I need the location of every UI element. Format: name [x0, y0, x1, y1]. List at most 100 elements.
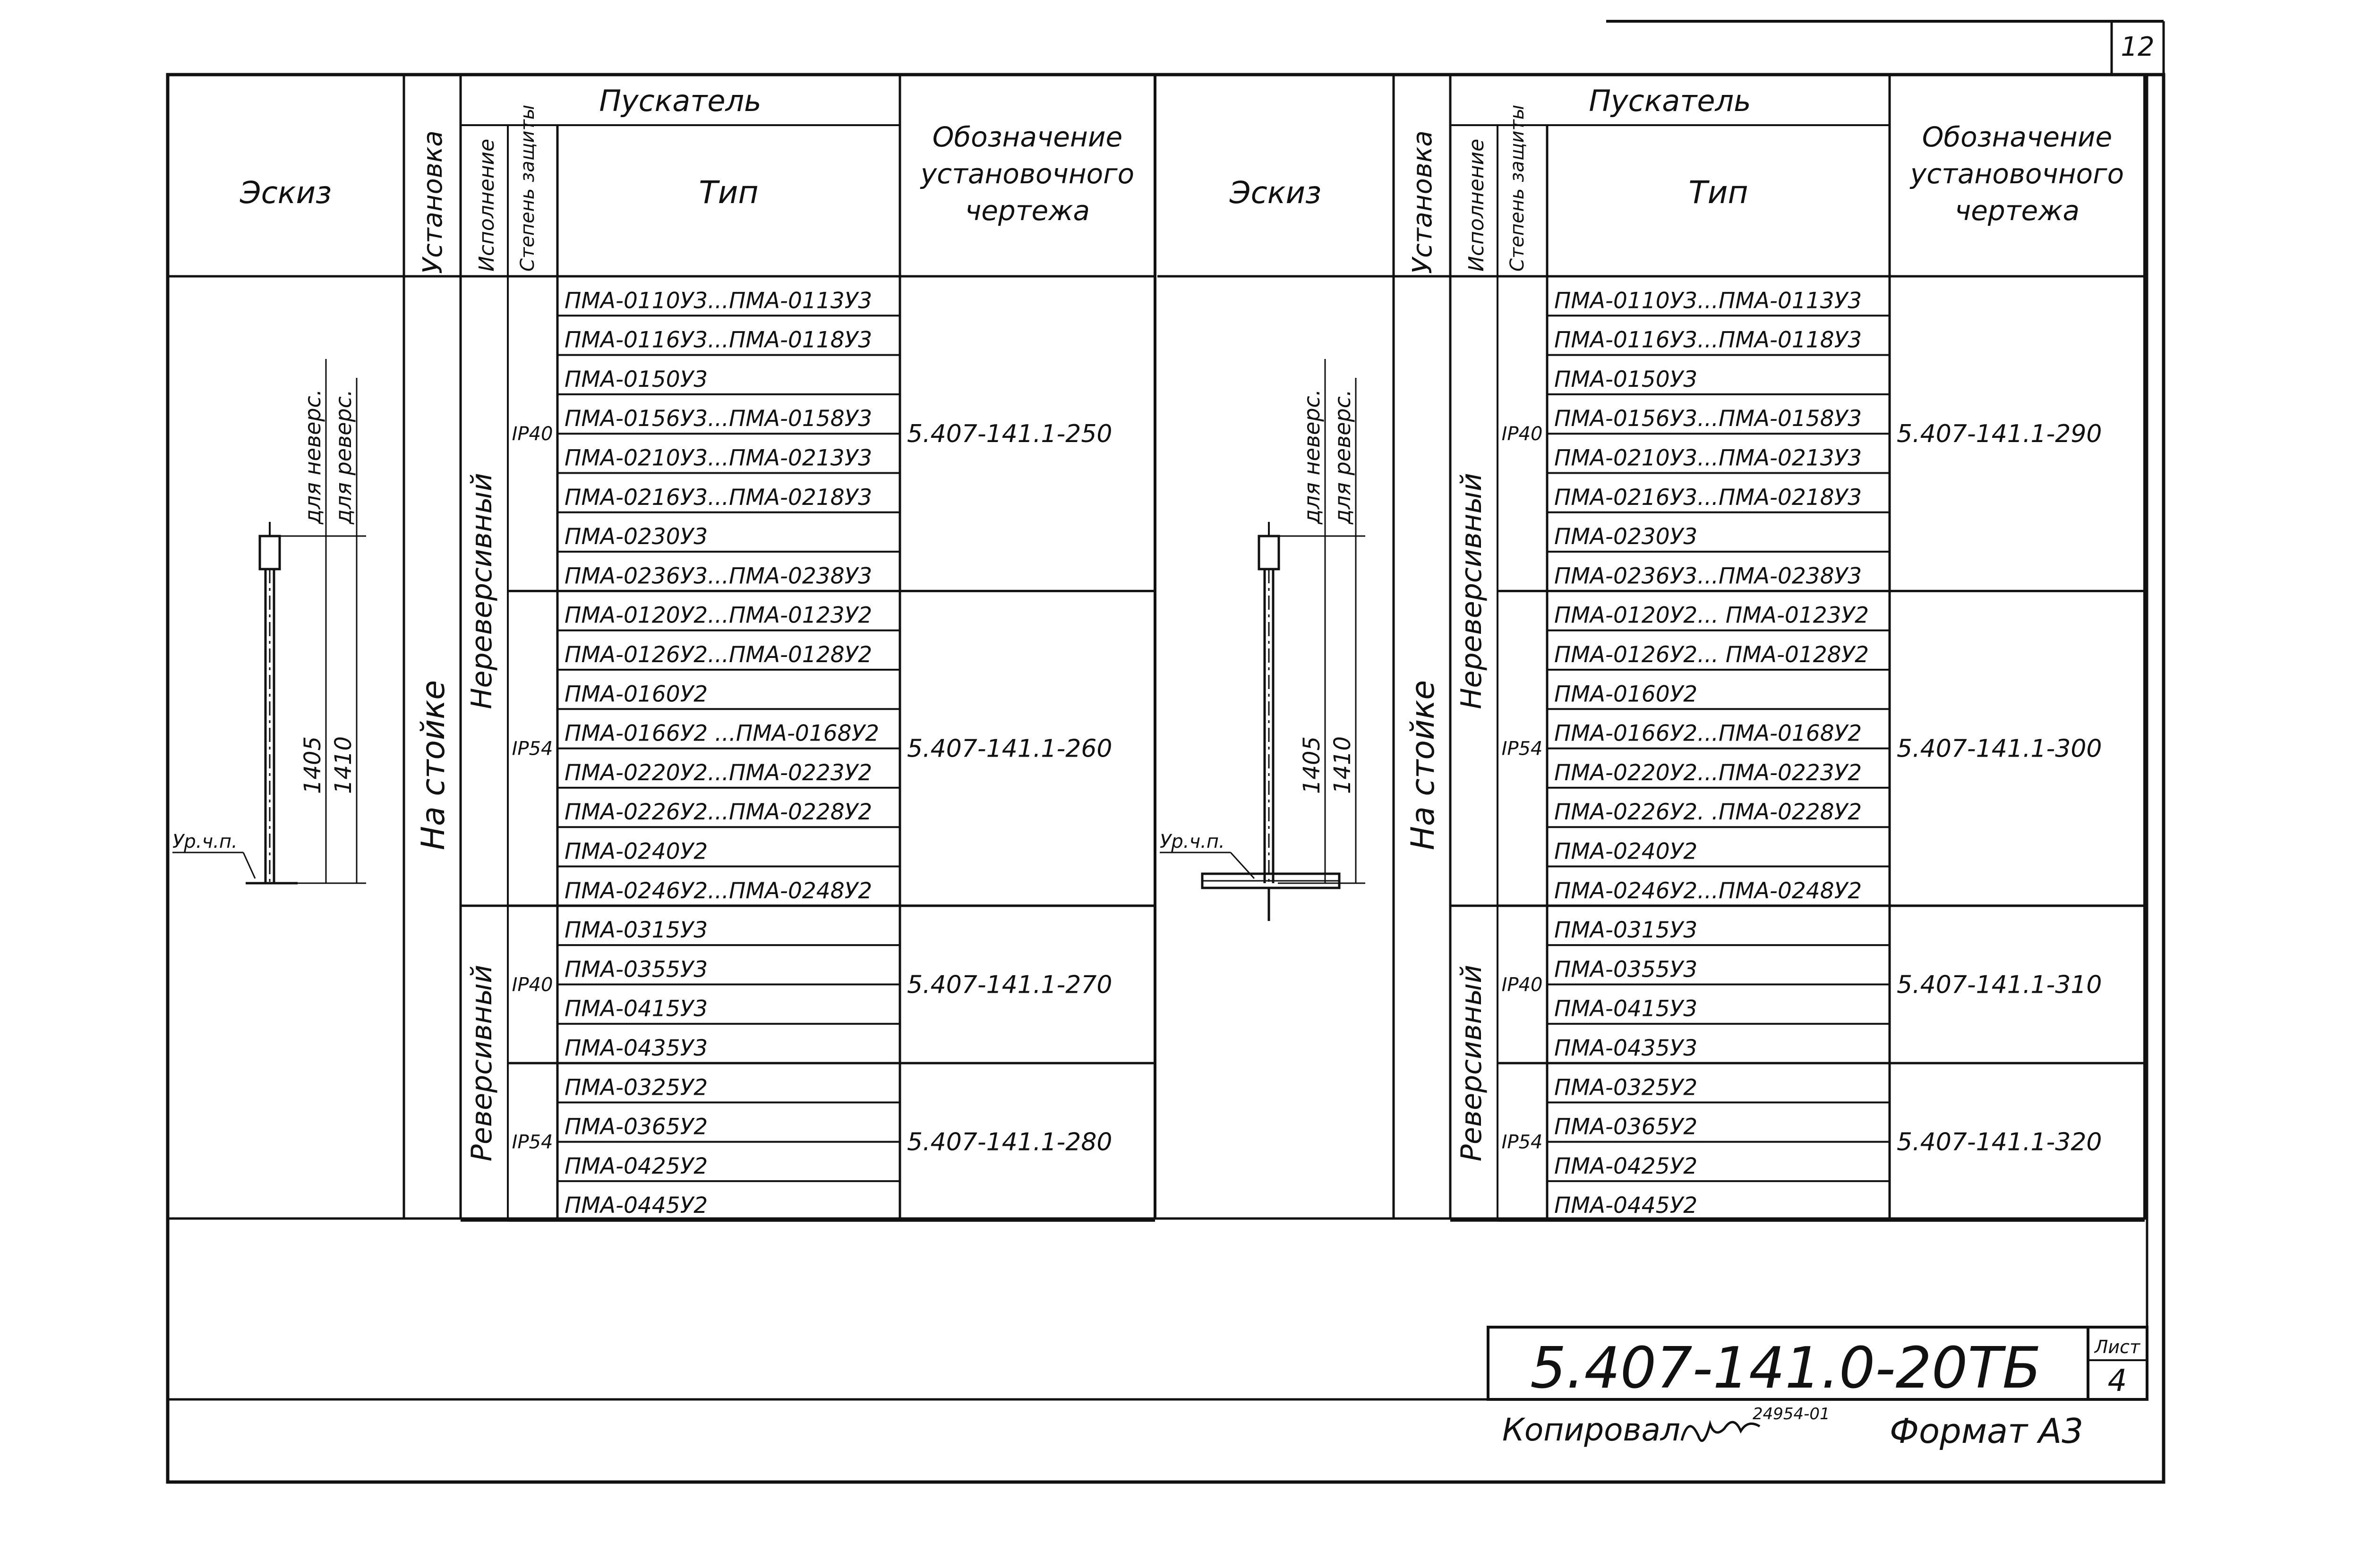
drawing-designation: 5.407-141.1-300 [1897, 735, 2102, 763]
header-type: Тип [1688, 174, 1748, 211]
drawing-designation: 5.407-141.1-310 [1897, 971, 2102, 999]
header-drawing-line: Обозначение [1922, 121, 2112, 153]
floor-level-label: Ур.ч.п. [172, 831, 238, 852]
starter-type: ПМА-0415У3 [1554, 996, 1697, 1022]
starter-type: ПМА-0150У3 [565, 366, 708, 392]
protection-degree: IP40 [512, 974, 553, 996]
starter-type: ПМА-0315У3 [565, 917, 708, 943]
note-reversing: для реверс. [331, 389, 356, 525]
signature-mark [1680, 1420, 1761, 1442]
starter-type: ПМА-0240У2 [1554, 839, 1697, 865]
device-box [258, 535, 281, 571]
starter-type: ПМА-0355У3 [565, 956, 708, 982]
title-block: 5.407-141.0-20ТБ Лист 4 [1487, 1326, 2148, 1401]
header-sketch: Эскиз [1229, 176, 1321, 211]
starter-type: ПМА-0365У2 [1554, 1114, 1697, 1140]
execution-label: Нереверсивный [465, 473, 498, 709]
note-nonreversing: для неверс. [1299, 389, 1325, 525]
starter-type: ПМА-0220У2...ПМА-0223У2 [565, 760, 872, 786]
note-reversing: для реверс. [1330, 389, 1355, 525]
header-drawing-line: установочного [920, 158, 1134, 190]
starter-type: ПМА-0210У3...ПМА-0213У3 [565, 445, 872, 471]
starter-type: ПМА-0425У2 [1554, 1153, 1697, 1179]
starter-type: ПМА-0126У2...ПМА-0128У2 [565, 642, 872, 668]
starter-type: ПМА-0166У2 ...ПМА-0168У2 [565, 721, 879, 747]
starter-type: ПМА-0246У2...ПМА-0248У2 [565, 878, 872, 904]
installation-label: На стойке [415, 680, 452, 850]
starter-type: ПМА-0226У2. .ПМА-0228У2 [1554, 799, 1862, 825]
drawing-designation: 5.407-141.1-320 [1897, 1128, 2102, 1157]
device-box [1258, 535, 1280, 571]
document-code: 5.407-141.0-20ТБ [1530, 1336, 2041, 1401]
starter-type: ПМА-0110У3...ПМА-0113У3 [1554, 288, 1862, 314]
header-protection: Степень защиты [1506, 105, 1528, 272]
starter-type: ПМА-0156У3...ПМА-0158У3 [565, 406, 872, 432]
starter-type: ПМА-0325У2 [565, 1074, 708, 1100]
dimension-b: 1410 [330, 736, 357, 794]
starter-type: ПМА-0116У3...ПМА-0118У3 [565, 327, 872, 353]
header-drawing-line: установочного [1909, 158, 2124, 190]
note-nonreversing: для неверс. [300, 389, 325, 525]
protection-degree: IP40 [1502, 974, 1543, 996]
starter-type: ПМА-0230У3 [565, 524, 708, 550]
starter-type: ПМА-0156У3...ПМА-0158У3 [1554, 406, 1862, 432]
starter-type: ПМА-0240У2 [565, 839, 708, 865]
floor-level-leader [1230, 852, 1255, 879]
starter-type: ПМА-0365У2 [565, 1114, 708, 1140]
starter-type: ПМА-0445У2 [565, 1193, 708, 1219]
drawing-designation: 5.407-141.1-260 [907, 735, 1113, 763]
header-drawing-line: Обозначение [933, 121, 1122, 153]
starter-type: ПМА-0415У3 [565, 996, 708, 1022]
starter-type: ПМА-0435У3 [1554, 1035, 1697, 1061]
installation-label: На стойке [1404, 680, 1442, 850]
starter-type: ПМА-0236У3...ПМА-0238У3 [1554, 563, 1862, 589]
protection-degree: IP40 [1502, 423, 1543, 445]
starter-type: ПМА-0120У2...ПМА-0123У2 [565, 603, 872, 629]
starter-type: ПМА-0220У2...ПМА-0223У2 [1554, 760, 1862, 786]
starter-type: ПМА-0445У2 [1554, 1193, 1697, 1219]
header-starter: Пускатель [599, 84, 761, 118]
starter-type: ПМА-0325У2 [1554, 1074, 1697, 1100]
starter-type: ПМА-0110У3...ПМА-0113У3 [565, 288, 872, 314]
title-block-frame [1487, 1326, 2148, 1401]
starter-type: ПМА-0216У3...ПМА-0218У3 [1554, 485, 1862, 511]
dimension-a: 1405 [1299, 736, 1325, 794]
starter-type: ПМА-0166У2...ПМА-0168У2 [1554, 721, 1862, 747]
drawing-designation: 5.407-141.1-250 [907, 420, 1113, 448]
outer-frame [166, 73, 2165, 1484]
starter-type: ПМА-0216У3...ПМА-0218У3 [565, 485, 872, 511]
starter-type: ПМА-0425У2 [565, 1153, 708, 1179]
starter-type: ПМА-0355У3 [1554, 956, 1697, 982]
format-label: Формат А3 [1890, 1411, 2083, 1451]
floor-level-leader [242, 852, 256, 879]
header-drawing-line: чертежа [1955, 195, 2080, 227]
header-installation: Установка [418, 130, 448, 274]
header-protection: Степень защиты [517, 105, 539, 272]
starter-type: ПМА-0120У2... ПМА-0123У2 [1554, 603, 1869, 629]
starter-type: ПМА-0226У2...ПМА-0228У2 [565, 799, 872, 825]
starter-type: ПМА-0160У2 [1554, 681, 1697, 707]
starter-type: ПМА-0230У3 [1554, 524, 1697, 550]
starter-type: ПМА-0315У3 [1554, 917, 1697, 943]
starter-type: ПМА-0150У3 [1554, 366, 1697, 392]
header-execution: Исполнение [475, 139, 499, 272]
protection-degree: IP40 [512, 423, 553, 445]
header-installation: Установка [1407, 130, 1438, 274]
floor-level-label: Ур.ч.п. [1160, 831, 1225, 852]
execution-label: Нереверсивный [1455, 473, 1488, 709]
starter-type: ПМА-0116У3...ПМА-0118У3 [1554, 327, 1862, 353]
drawing-designation: 5.407-141.1-290 [1897, 420, 2102, 448]
execution-label: Реверсивный [465, 965, 498, 1161]
sheet-number: 4 [2108, 1363, 2127, 1398]
inner-frame [166, 73, 2148, 1401]
starter-type: ПМА-0246У2...ПМА-0248У2 [1554, 878, 1862, 904]
header-starter: Пускатель [1589, 84, 1751, 118]
protection-degree: IP54 [1502, 738, 1543, 760]
header-type: Тип [699, 174, 758, 211]
protection-degree: IP54 [1502, 1132, 1543, 1153]
